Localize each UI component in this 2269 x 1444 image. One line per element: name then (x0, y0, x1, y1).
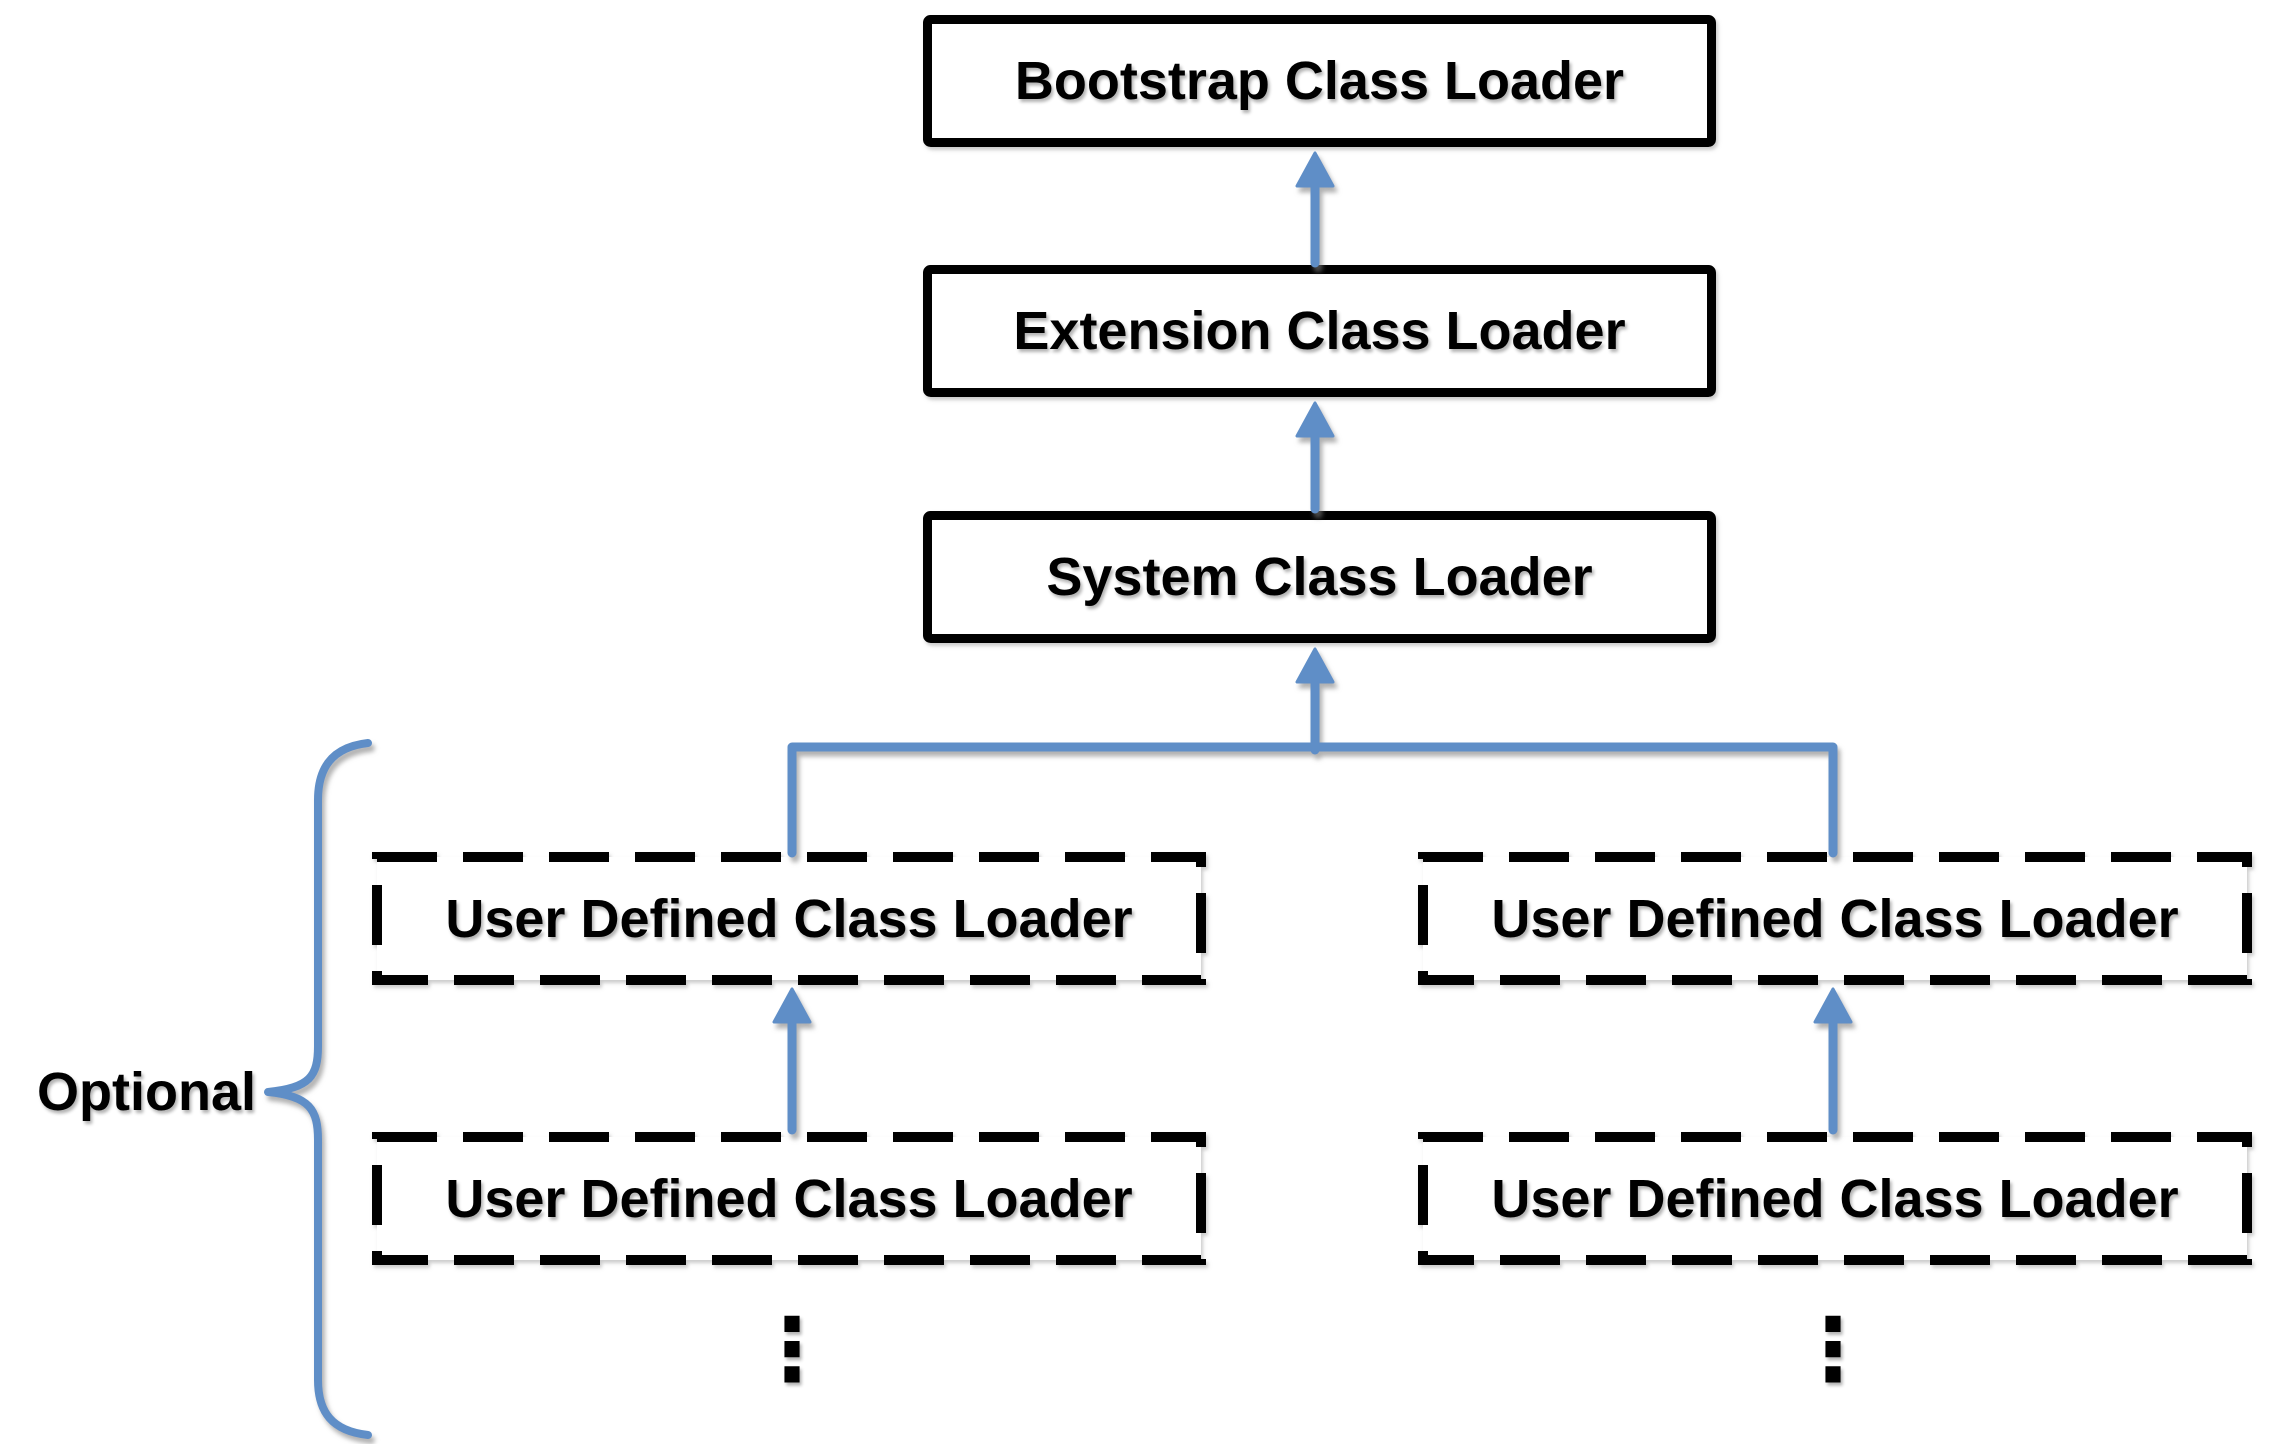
user-defined-bottom-right-label: User Defined Class Loader (1491, 1168, 2179, 1229)
user-defined-top-right-label: User Defined Class Loader (1491, 888, 2179, 949)
arrow-bottom-left-to-top-left-icon (772, 987, 812, 1135)
arrow-bottom-right-to-top-right-icon (1813, 987, 1853, 1135)
user-defined-bottom-left-label: User Defined Class Loader (445, 1168, 1133, 1229)
user-defined-top-left-box (372, 852, 1206, 985)
arrow-system-to-extension-icon (1295, 401, 1335, 514)
branch-connector-line (787, 742, 1838, 858)
vertical-ellipsis-right: ⋮ (1790, 1300, 1876, 1400)
optional-label: Optional (37, 1062, 256, 1122)
arrow-connector-to-system-icon (1295, 647, 1335, 755)
optional-curly-brace-icon (264, 739, 372, 1439)
bootstrap-class-loader-label: Bootstrap Class Loader (1014, 51, 1625, 111)
system-class-loader-label: System Class Loader (1046, 547, 1593, 607)
user-defined-top-right-box (1418, 852, 2252, 985)
extension-class-loader-label: Extension Class Loader (1013, 301, 1626, 361)
vertical-ellipsis-left: ⋮ (749, 1300, 835, 1400)
user-defined-bottom-left-box (372, 1132, 1206, 1265)
extension-class-loader-box (923, 265, 1716, 397)
user-defined-bottom-right-box (1418, 1132, 2252, 1265)
system-class-loader-box (923, 511, 1716, 643)
user-defined-top-left-label: User Defined Class Loader (445, 888, 1133, 949)
arrow-extension-to-bootstrap-icon (1295, 151, 1335, 268)
bootstrap-class-loader-box (923, 15, 1716, 147)
